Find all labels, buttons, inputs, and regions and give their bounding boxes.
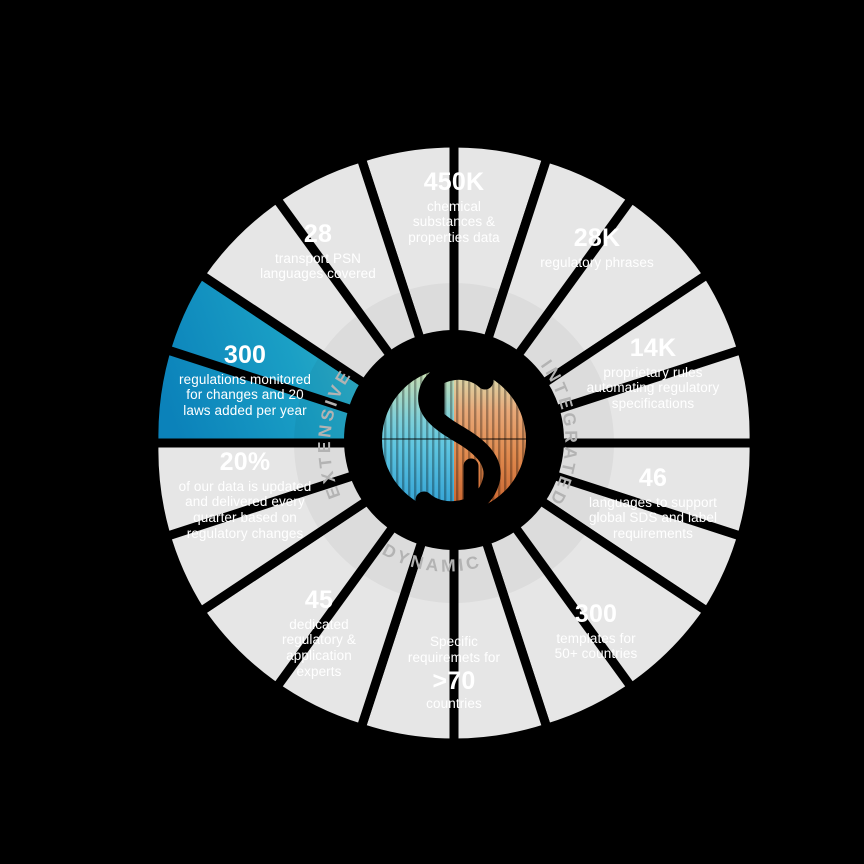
hub[interactable]: EXTENSIVE INTEGRATED DYNAMIC xyxy=(314,330,581,576)
striped-s-monogram xyxy=(382,368,526,512)
